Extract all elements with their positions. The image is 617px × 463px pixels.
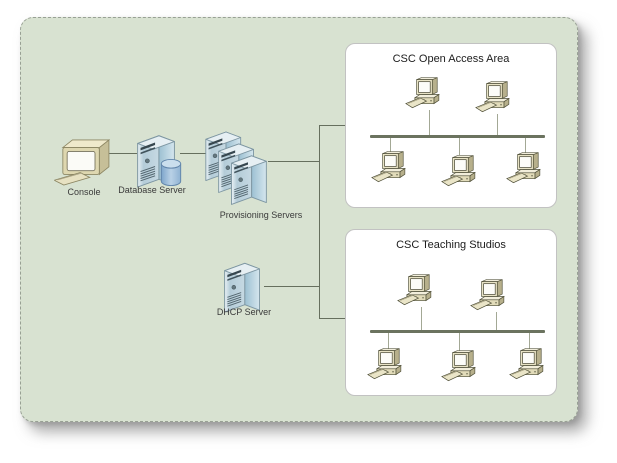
area-open-access-title: CSC Open Access Area: [392, 53, 510, 65]
workstation-icon: [441, 350, 479, 385]
workstation-icon: [509, 348, 547, 383]
connector-console-database: [109, 153, 137, 154]
connector-dhcp-trunk: [264, 286, 320, 287]
server-stack-icon: [205, 131, 267, 205]
workstation-icon: [405, 77, 443, 112]
drop-line: [388, 333, 389, 350]
drop-line: [429, 110, 430, 135]
workstation-icon: [506, 152, 544, 187]
open-access-ethernet-bus: [370, 135, 545, 138]
teaching-ethernet-bus: [370, 330, 545, 333]
connector-provisioning-trunk: [268, 161, 319, 162]
workstation-icon: [475, 81, 513, 116]
database-cylinder-icon: [159, 158, 183, 187]
connector-trunk-vertical: [319, 125, 320, 319]
connector-database-provisioning: [180, 153, 208, 154]
network-diagram-canvas[interactable]: Console Database Server Provisioning Ser…: [20, 17, 578, 422]
dhcp-server-label: DHCP Server: [216, 307, 272, 317]
provisioning-servers-label: Provisioning Servers: [219, 210, 303, 220]
workstation-icon: [367, 348, 405, 383]
workstation-icon: [441, 155, 479, 190]
drop-line: [390, 138, 391, 153]
connector-trunk-open-access: [319, 125, 346, 126]
area-teaching-studios: CSC Teaching Studios: [345, 229, 557, 396]
workstation-icon: [397, 274, 435, 309]
drop-line: [496, 312, 497, 330]
database-server-label: Database Server: [118, 185, 186, 195]
drop-line: [497, 114, 498, 135]
dhcp-server-icon: [222, 256, 264, 313]
console-label: Console: [67, 187, 101, 197]
area-teaching-studios-title: CSC Teaching Studios: [396, 239, 506, 251]
drop-line: [529, 333, 530, 350]
drop-line: [525, 138, 526, 153]
connector-trunk-teaching: [319, 318, 346, 319]
workstation-icon: [470, 279, 508, 314]
drop-line: [459, 333, 460, 352]
console-workstation-icon: [54, 138, 112, 186]
drop-line: [459, 138, 460, 155]
drop-line: [421, 307, 422, 330]
workstation-icon: [371, 151, 409, 186]
area-open-access: CSC Open Access Area: [345, 43, 557, 208]
